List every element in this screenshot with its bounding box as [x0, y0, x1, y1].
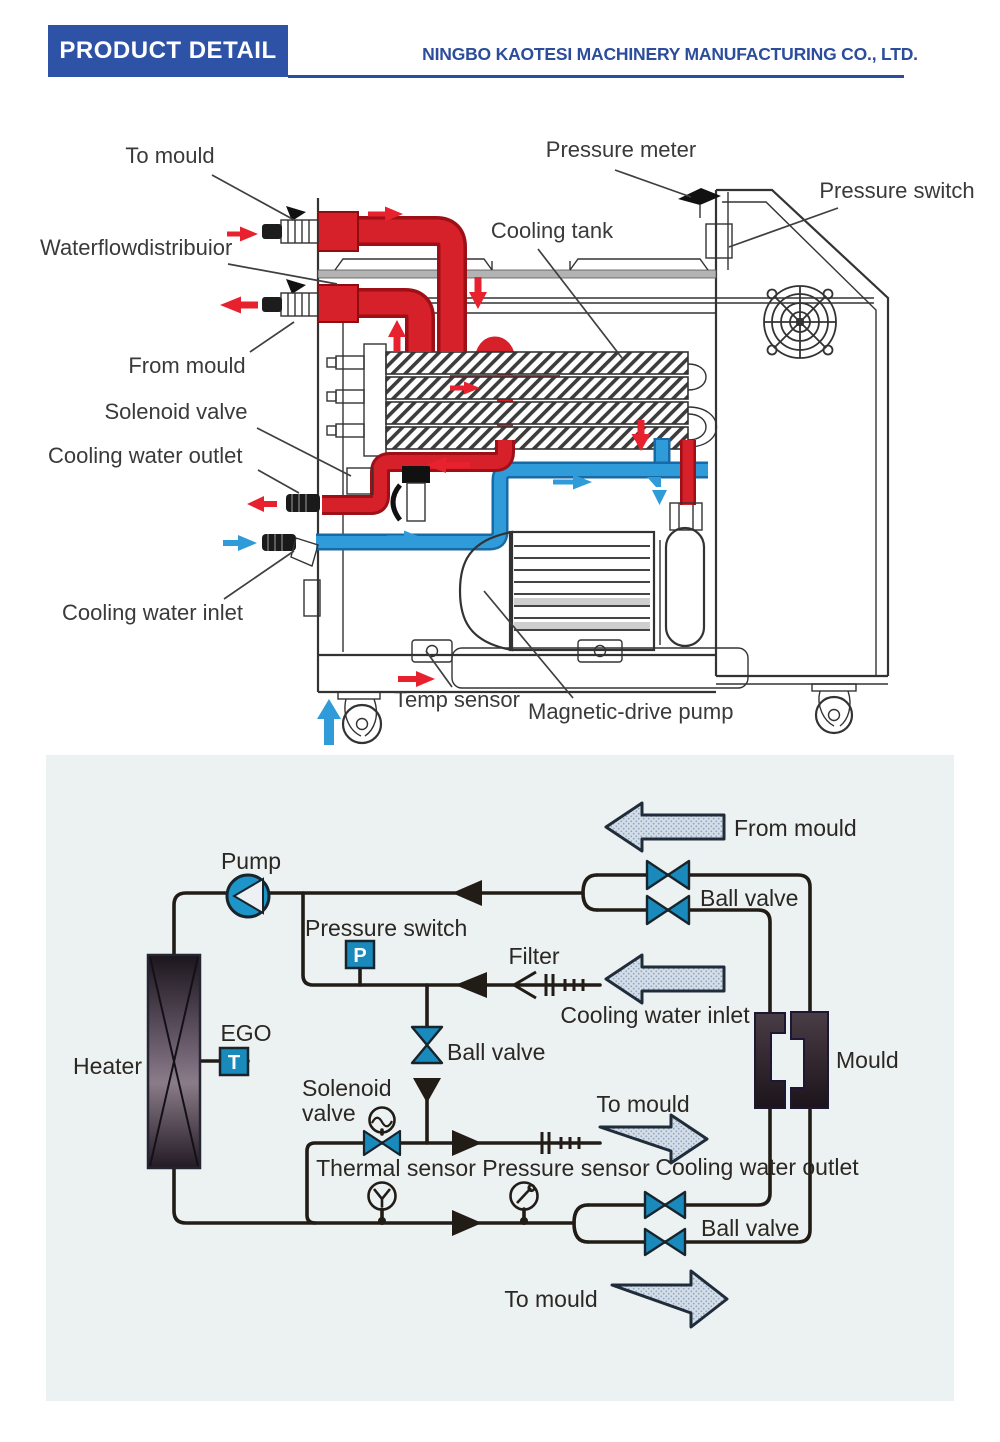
label-ego: EGO: [220, 1020, 271, 1046]
label-solenoid-line1: Solenoid: [302, 1075, 392, 1101]
label-pressure-switch-schematic: Pressure switch: [305, 915, 467, 941]
company-name: NINGBO KAOTESI MACHINERY MANUFACTURING C…: [422, 44, 918, 64]
label-solenoid-line2: valve: [302, 1100, 356, 1126]
caster-right: [811, 683, 857, 735]
label-pump: Pump: [221, 848, 281, 874]
flow-arrows-blue: [223, 474, 667, 745]
to-mould-bottom-arrow: [610, 1269, 729, 1329]
label-waterflow-distributor: Waterflowdistribuior: [40, 235, 232, 260]
tank-lid-right: [569, 258, 709, 271]
label-heater: Heater: [73, 1053, 142, 1079]
label-pressure-switch: Pressure switch: [819, 178, 974, 203]
pressure-sensor-symbol: [509, 1181, 539, 1225]
to-mould-mid-arrow: [598, 1113, 709, 1165]
filter-symbol-outlet: [540, 1132, 581, 1154]
ego-symbol: T: [218, 1046, 250, 1077]
label-temp-sensor: Temp sensor: [394, 687, 520, 712]
piping-schematic-diagram: P T: [46, 755, 954, 1401]
leader-lines: [211, 169, 839, 699]
label-to-mould: To mould: [125, 143, 214, 168]
label-filter: Filter: [508, 943, 559, 969]
label-to-mould-bottom: To mould: [504, 1286, 597, 1312]
label-cooling-water-inlet: Cooling water inlet: [62, 600, 243, 625]
exchanger-bolts: [326, 355, 365, 438]
label-cooling-water-outlet: Cooling water outlet: [48, 443, 242, 468]
mould-symbol: [754, 1011, 829, 1109]
label-cooling-tank: Cooling tank: [491, 218, 614, 243]
filter-symbol-inlet: [511, 970, 585, 1000]
label-ball-valve-mid: Ball valve: [447, 1039, 545, 1065]
to-mould-port: [262, 206, 319, 244]
cooling-water-outlet-port: [286, 494, 320, 512]
ball-valve-symbols: [410, 859, 691, 1257]
pressure-switch-letter: P: [353, 945, 366, 967]
label-thermal-sensor: Thermal sensor: [316, 1155, 476, 1181]
label-pressure-sensor: Pressure sensor: [482, 1155, 650, 1181]
label-mould: Mould: [836, 1047, 899, 1073]
machine-frame: [303, 188, 890, 694]
label-magnetic-drive-pump: Magnetic-drive pump: [528, 699, 733, 724]
magnetic-drive-pump-drawing: [411, 502, 749, 689]
from-mould-arrow: [604, 801, 726, 853]
thermal-sensor-symbol: [367, 1181, 397, 1225]
schematic-pipes: [172, 873, 812, 1244]
label-from-mould-schematic: From mould: [734, 815, 857, 841]
ego-letter: T: [228, 1052, 240, 1074]
section-badge: PRODUCT DETAIL: [48, 25, 288, 77]
label-cooling-water-outlet-schematic: Cooling water outlet: [655, 1154, 859, 1180]
flow-direction-arrows: [598, 801, 729, 1329]
label-pressure-meter: Pressure meter: [546, 137, 696, 162]
from-mould-port: [262, 279, 319, 317]
solenoid-valve-symbol: [362, 1106, 402, 1157]
label-cooling-water-inlet-schematic: Cooling water inlet: [560, 1002, 750, 1028]
flow-arrows-red: [220, 206, 651, 687]
label-solenoid-valve: Solenoid valve: [104, 399, 247, 424]
section-badge-label: PRODUCT DETAIL: [59, 37, 277, 64]
cooling-water-inlet-port: [262, 534, 319, 567]
pump-symbol: [225, 873, 271, 919]
label-ball-valve-bottom: Ball valve: [701, 1215, 799, 1241]
pump-feet: [411, 639, 623, 663]
caster-left: [337, 691, 383, 745]
header-divider: [288, 75, 904, 78]
hot-water-pipes: [317, 211, 696, 515]
machine-cutaway-diagram: To mould Pressure meter Pressure switch …: [40, 137, 975, 745]
cold-water-pipe: [316, 438, 708, 551]
pressure-switch-symbol: P: [344, 939, 376, 970]
label-ball-valve-top: Ball valve: [700, 885, 798, 911]
pressure-meter-icon: [678, 188, 721, 218]
solenoid-valve-hardware: [346, 466, 430, 522]
label-to-mould-mid: To mould: [596, 1091, 689, 1117]
label-from-mould: From mould: [128, 353, 245, 378]
cooling-water-inlet-arrow: [604, 953, 726, 1005]
heater-symbol: [146, 953, 202, 1170]
heat-exchanger: [326, 343, 717, 457]
tank-rim-band: [317, 269, 717, 279]
fan-grille-icon: [763, 285, 837, 359]
pressure-switch-box: [705, 223, 733, 259]
tank-lid-left: [334, 258, 493, 271]
pipe-arrowheads: [413, 880, 487, 1236]
